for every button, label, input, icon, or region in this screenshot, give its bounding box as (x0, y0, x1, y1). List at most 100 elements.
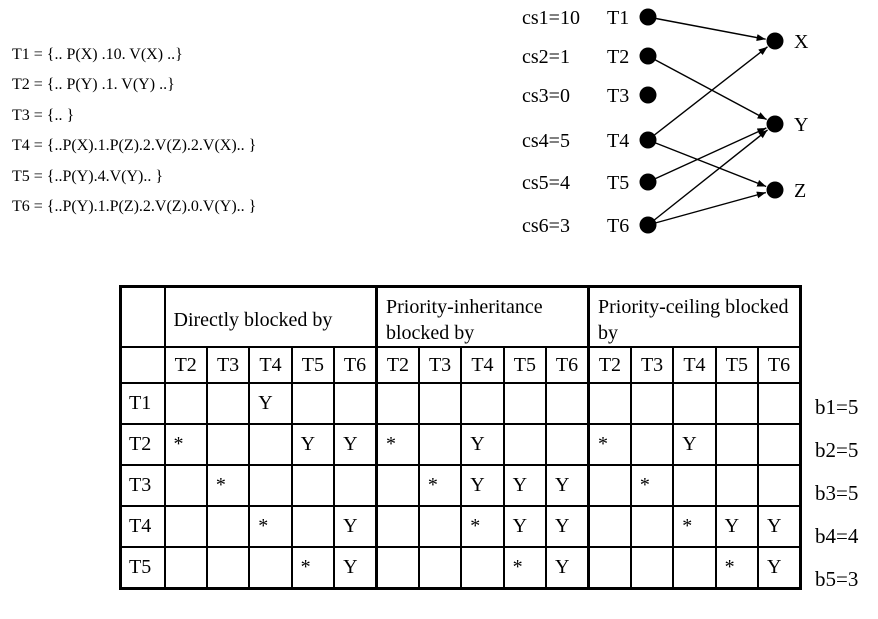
table-cell: Y (333, 423, 378, 466)
group-header-cell: Directly blocked by (163, 285, 378, 348)
table-cell (417, 423, 463, 466)
table-cell (586, 464, 632, 507)
table-cell: Y (545, 505, 590, 548)
graph-nodes (639, 8, 784, 234)
table-row: T1 Y (119, 382, 802, 425)
task-node-dot (639, 8, 657, 26)
sub-header-cell: T3 (629, 346, 675, 384)
table-cell (545, 382, 590, 425)
table-cell: Y (460, 464, 505, 507)
sub-header-cell: T4 (672, 346, 717, 384)
table-cell (502, 423, 548, 466)
table-cell: * (629, 464, 675, 507)
task-node-dot (639, 47, 657, 65)
table-cell (374, 505, 420, 548)
table-cell: * (502, 546, 548, 589)
table-cell (248, 464, 293, 507)
table-cell (163, 505, 208, 548)
table-cell: * (714, 546, 760, 589)
table-cell (417, 382, 463, 425)
table-cell (290, 505, 336, 548)
sub-header-cell: T3 (205, 346, 251, 384)
sub-header-cell: T6 (333, 346, 378, 384)
table-cell: Y (545, 464, 590, 507)
sub-header-cell: T2 (374, 346, 420, 384)
group-header-cell: Priority-ceiling blocked by (586, 285, 802, 348)
cs-value-label: cs6=3 (522, 215, 570, 237)
row-label-cell: T5 (119, 546, 166, 589)
row-label-cell: T2 (119, 423, 166, 466)
sub-header-cell: T2 (163, 346, 208, 384)
task-definition-line: T5 = {..P(Y).4.V(Y).. } (12, 167, 164, 185)
table-cell (333, 464, 378, 507)
table-cell (714, 423, 760, 466)
task-definition-line: T1 = {.. P(X) .10. V(X) ..} (12, 46, 183, 63)
cs-value-label: cs1=10 (522, 7, 580, 29)
table-cell (714, 464, 760, 507)
blocking-time-label: b4=4 (815, 524, 859, 548)
table-cell (757, 382, 802, 425)
allocation-edge-T4-X (647, 46, 768, 141)
table-cell: Y (333, 546, 378, 589)
table-cell (586, 382, 632, 425)
cs-value-label: cs5=4 (522, 172, 570, 194)
task-node-label: T2 (607, 46, 629, 68)
resource-node-dot (766, 32, 784, 50)
table-cell: * (163, 423, 208, 466)
task-node-dot (639, 173, 657, 191)
table-cell: * (205, 464, 251, 507)
blocking-time-label: b3=5 (815, 481, 859, 505)
task-node-dot (639, 86, 657, 104)
table-cell: Y (545, 546, 590, 589)
table-row: T5*Y*Y*Y (119, 546, 802, 589)
task-node-label: T6 (607, 215, 629, 237)
table-cell (163, 382, 208, 425)
sub-header-cell: T4 (460, 346, 505, 384)
table-cell (248, 546, 293, 589)
group-header-cell: Priority-inheritance blocked by (374, 285, 590, 348)
table-cell: * (290, 546, 336, 589)
table-cell (757, 423, 802, 466)
task-definition-line: T6 = {..P(Y).1.P(Z).2.V(Z).0.V(Y).. } (12, 198, 257, 216)
table-cell: * (586, 423, 632, 466)
sub-header-cell: T2 (586, 346, 632, 384)
task-node-label: T3 (607, 85, 629, 107)
table-cell: Y (333, 505, 378, 548)
resource-node-label: X (794, 31, 809, 53)
table-cell (205, 423, 251, 466)
cs-value-label: cs3=0 (522, 85, 570, 107)
table-cell: * (417, 464, 463, 507)
sub-header-blank-cell (119, 346, 166, 384)
table-cell (586, 546, 632, 589)
graph-edges (647, 16, 769, 226)
table-cell (290, 464, 336, 507)
sub-header-cell: T3 (417, 346, 463, 384)
table-cell (502, 382, 548, 425)
table-cell (374, 464, 420, 507)
sub-header-cell: T6 (545, 346, 590, 384)
table-cell (460, 382, 505, 425)
sub-header-cell: T5 (502, 346, 548, 384)
allocation-edge-T6-Z (647, 191, 767, 226)
table-cell (629, 382, 675, 425)
table-cell (163, 464, 208, 507)
sub-header-cell: T4 (248, 346, 293, 384)
table-cell: Y (757, 546, 802, 589)
table-cell (586, 505, 632, 548)
allocation-edge-T1-X (647, 16, 766, 42)
row-label-cell: T1 (119, 382, 166, 425)
table-cell (629, 505, 675, 548)
cs-value-label: cs4=5 (522, 130, 570, 152)
table-cell (205, 505, 251, 548)
table-cell: Y (248, 382, 293, 425)
allocation-edge-T2-Y (647, 55, 767, 121)
task-definitions: T1 = {.. P(X) .10. V(X) ..}T2 = {.. P(Y)… (12, 40, 256, 222)
table-cell (672, 464, 717, 507)
sub-header-cell: T5 (290, 346, 336, 384)
resource-node-dot (766, 115, 784, 133)
